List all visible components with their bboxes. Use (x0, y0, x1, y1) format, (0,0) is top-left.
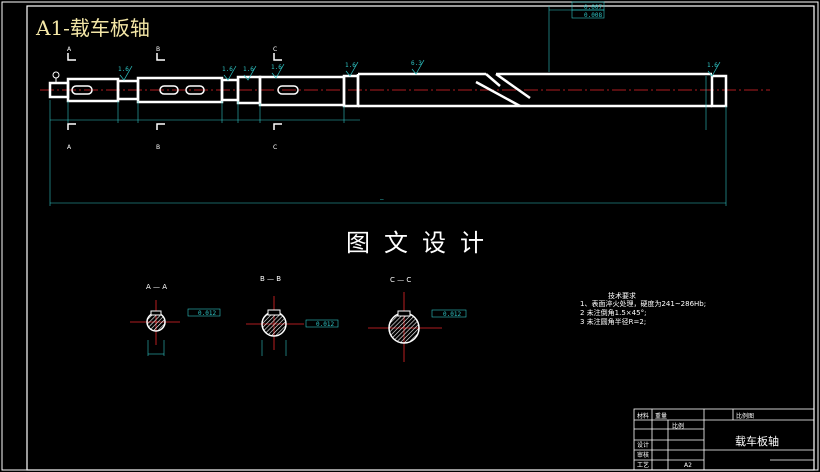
roughness-7: 1.6 (707, 62, 718, 69)
section-a-view (130, 300, 221, 356)
section-b-view-label: B — B (260, 275, 282, 283)
tb-scale-label: 比例图 (736, 412, 754, 420)
roughness-1: 1.6 (118, 66, 129, 73)
section-c-view-label: C — C (390, 276, 412, 284)
datum-symbol (52, 71, 60, 84)
tb-check-label: 审核 (637, 451, 649, 459)
title-block-part-name: 载车板轴 (735, 435, 779, 448)
sheet-title: A1-载车板轴 (36, 16, 150, 40)
tech-requirement-1: 1、表面淬火处理，硬度为241~286Hb; (580, 300, 707, 308)
title-block (633, 408, 815, 471)
tol-section-a: 0.012 (198, 310, 216, 317)
roughness-3: 1.6 (243, 66, 254, 73)
tb-ratio-label: 比例 (672, 422, 684, 430)
tol-section-b: 0.012 (316, 321, 334, 328)
overall-length-dim: — (380, 196, 384, 203)
inner-border (26, 5, 815, 471)
section-a-top-label: A (67, 46, 72, 53)
section-a-bottom-label: A (67, 144, 72, 151)
section-c-view (368, 292, 467, 362)
section-cut-markers (67, 53, 282, 130)
tb-design-label: 设计 (637, 441, 649, 449)
tb-process-label: 工艺 (637, 461, 649, 469)
tech-requirement-3: 3 未注圆角半径R=2; (580, 318, 647, 326)
section-c-bottom-label: C (273, 144, 277, 151)
shaft-outline (48, 72, 728, 108)
tb-material-label: 材料 (637, 412, 649, 420)
section-b-top-label: B (156, 46, 160, 53)
section-a-view-label: A — A (146, 283, 168, 291)
roughness-5: 1.6 (345, 62, 356, 69)
section-b-bottom-label: B (156, 144, 160, 151)
top-tolerance-frames (571, 1, 605, 19)
tol-section-c: 0.012 (443, 311, 461, 318)
keyways (71, 85, 299, 95)
section-b-view (246, 296, 339, 356)
tech-requirements-heading: 技术要求 (608, 292, 636, 300)
tb-weight-label: 重量 (655, 412, 667, 420)
section-c-top-label: C (273, 46, 277, 53)
watermark-banner: 图文设计 (346, 229, 498, 257)
roughness-marks (119, 59, 721, 81)
roughness-4: 1.6 (271, 64, 282, 71)
tol-top-2: 0.008 (584, 12, 602, 19)
roughness-2: 1.6 (222, 66, 233, 73)
roughness-6: 6.3 (411, 60, 422, 67)
dimension-lines (49, 6, 727, 206)
tech-requirement-2: 2 未注倒角1.5×45°; (580, 309, 647, 317)
tol-top-1: 0.007 (584, 4, 602, 11)
tb-sheet-mark: A2 (684, 462, 692, 469)
